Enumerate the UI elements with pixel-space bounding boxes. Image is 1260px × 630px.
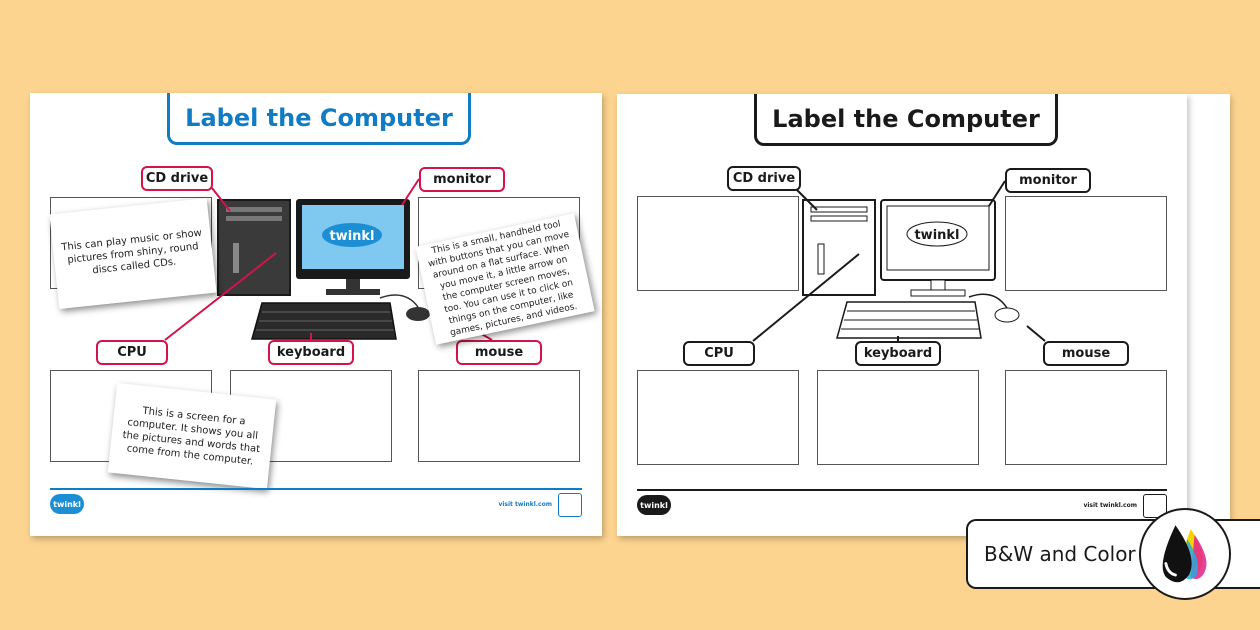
badge-label: B&W and Color xyxy=(984,542,1136,566)
footer-divider xyxy=(637,489,1167,491)
answer-box[interactable] xyxy=(1005,196,1167,291)
monitor-brand-text: twinkl xyxy=(329,229,374,244)
cd-drive-label: CD drive xyxy=(727,166,801,191)
answer-box[interactable] xyxy=(817,370,979,465)
stacked-page xyxy=(1187,94,1230,536)
keyboard-label: keyboard xyxy=(268,340,354,365)
twinkl-logo: twinkl xyxy=(50,494,84,514)
cpu-label: CPU xyxy=(683,341,755,366)
keyboard-label: keyboard xyxy=(855,341,941,366)
monitor-label: monitor xyxy=(419,167,505,192)
monitor-label: monitor xyxy=(1005,168,1091,193)
answer-box[interactable] xyxy=(418,370,580,462)
description-card[interactable]: This can play music or show pictures fro… xyxy=(49,198,217,309)
quality-badge-icon xyxy=(558,493,582,517)
cpu-label: CPU xyxy=(96,340,168,365)
footer-divider xyxy=(50,488,582,490)
footer-url: visit twinkl.com xyxy=(1083,502,1137,509)
answer-box[interactable] xyxy=(1005,370,1167,465)
footer-url: visit twinkl.com xyxy=(498,501,552,508)
answer-box[interactable] xyxy=(637,196,799,291)
worksheet-title: Label the Computer xyxy=(167,93,471,145)
bw-worksheet: Label the Computer twinkl CD drive monit… xyxy=(617,94,1187,536)
worksheet-title: Label the Computer xyxy=(754,94,1058,146)
ink-drops-icon xyxy=(1139,508,1231,600)
mouse-label: mouse xyxy=(1043,341,1129,366)
twinkl-logo: twinkl xyxy=(637,495,671,515)
computer-illustration: twinkl xyxy=(752,180,1046,342)
description-card[interactable]: This is a screen for a computer. It show… xyxy=(107,382,277,490)
monitor-brand-text: twinkl xyxy=(914,228,959,243)
cd-drive-label: CD drive xyxy=(141,166,213,191)
color-worksheet: Label the Computer twinkl CD drive monit… xyxy=(30,93,602,536)
mouse-label: mouse xyxy=(456,340,542,365)
answer-box[interactable] xyxy=(637,370,799,465)
